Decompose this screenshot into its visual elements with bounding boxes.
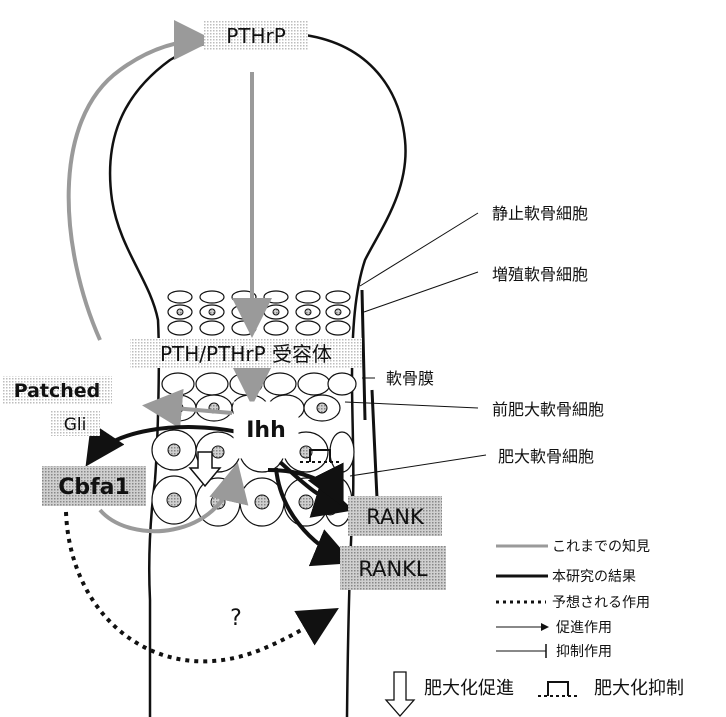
svg-text:PTH/PTHrP 受容体: PTH/PTHrP 受容体 bbox=[160, 342, 332, 366]
resting-cells bbox=[168, 291, 350, 335]
cbfa1-box: Cbfa1 bbox=[42, 466, 146, 506]
patched-box: Patched bbox=[2, 376, 112, 404]
ihh-box: Ihh bbox=[234, 402, 298, 458]
svg-text:予想される作用: 予想される作用 bbox=[552, 595, 650, 611]
predicted-arrow bbox=[66, 512, 332, 661]
gli-box: Gli bbox=[50, 410, 100, 436]
bone-outline bbox=[110, 33, 406, 717]
resting-label: 静止軟骨細胞 bbox=[492, 204, 588, 223]
svg-text:PTHrP: PTHrP bbox=[226, 24, 286, 48]
svg-text:RANK: RANK bbox=[366, 505, 425, 529]
proliferating-label: 増殖軟骨細胞 bbox=[492, 265, 588, 284]
svg-text:抑制作用: 抑制作用 bbox=[556, 644, 612, 660]
perichondrium-label: 軟骨膜 bbox=[386, 369, 434, 388]
svg-text:Ihh: Ihh bbox=[246, 418, 286, 443]
svg-text:Cbfa1: Cbfa1 bbox=[58, 475, 130, 500]
question-mark: ? bbox=[230, 606, 242, 631]
svg-text:促進作用: 促進作用 bbox=[556, 620, 612, 636]
pthrp-box: PTHrP bbox=[204, 20, 308, 50]
svg-text:肥大化抑制: 肥大化抑制 bbox=[594, 678, 684, 699]
rankl-box: RANKL bbox=[340, 546, 446, 590]
hypertrophic-label: 肥大軟骨細胞 bbox=[498, 447, 594, 466]
svg-text:RANKL: RANKL bbox=[358, 557, 428, 581]
prehypertrophic-label: 前肥大軟骨細胞 bbox=[492, 400, 604, 419]
legend-inhibit-icon bbox=[538, 682, 578, 696]
svg-text:本研究の結果: 本研究の結果 bbox=[552, 569, 636, 585]
receptor-box: PTH/PTHrP 受容体 bbox=[130, 338, 362, 368]
leader-lines bbox=[345, 213, 486, 476]
legend-promote-icon bbox=[386, 672, 414, 716]
svg-text:これまでの知見: これまでの知見 bbox=[552, 538, 650, 555]
svg-text:肥大化促進: 肥大化促進 bbox=[424, 678, 514, 699]
svg-text:Patched: Patched bbox=[14, 380, 101, 402]
rank-box: RANK bbox=[348, 496, 442, 536]
svg-text:Gli: Gli bbox=[64, 415, 87, 435]
